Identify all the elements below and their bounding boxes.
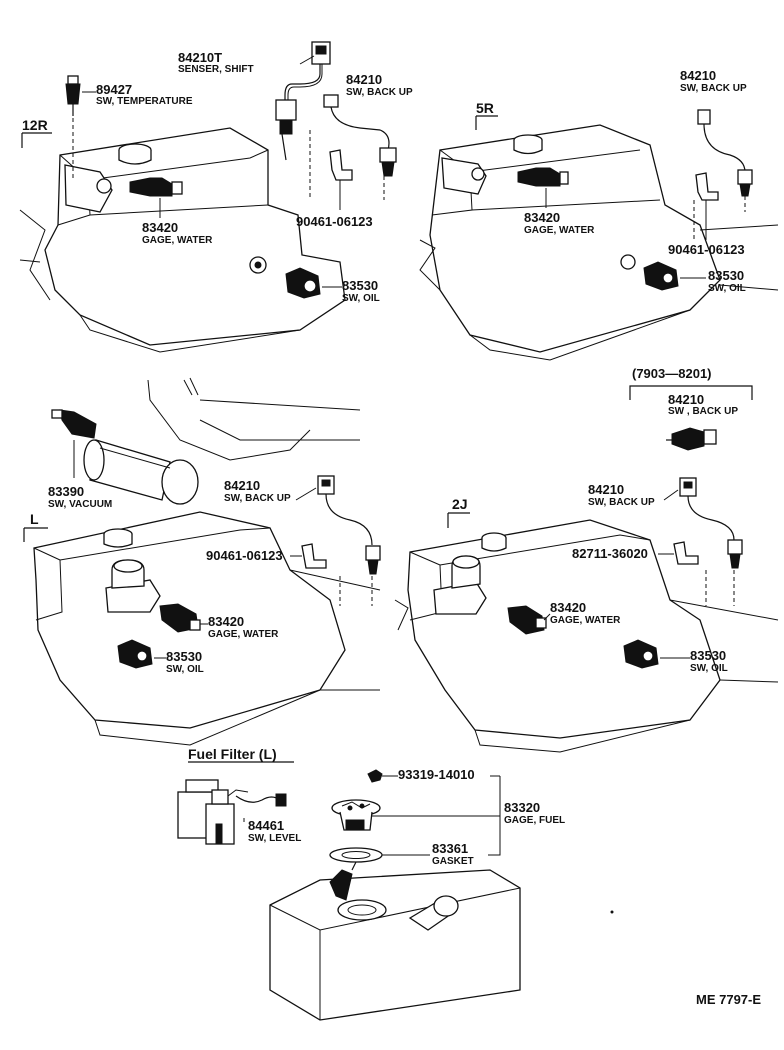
part-number-84210t: 84210T <box>178 50 222 65</box>
part-desc-83420-b: GAGE, WATER <box>524 225 595 236</box>
date-range-group[interactable]: (7903—8201) 84210 SW , BACK UP <box>629 366 753 451</box>
part-number-93319: 93319-14010 <box>398 767 475 782</box>
part-83320-fuel-gage[interactable]: 83320 GAGE, FUEL <box>331 799 565 831</box>
part-84210-backup-switch-2j[interactable]: 84210 SW, BACK UP <box>588 477 743 606</box>
part-number-83420-b: 83420 <box>524 210 560 225</box>
part-desc-84210t: SENSER, SHIFT <box>178 64 254 75</box>
part-number-83361: 83361 <box>432 841 468 856</box>
part-number-84210-c: 84210 <box>668 392 704 407</box>
part-84210t-shift-sensor[interactable]: 84210T SENSER, SHIFT <box>178 41 331 161</box>
part-desc-83320: GAGE, FUEL <box>504 815 565 826</box>
date-range-label: (7903—8201) <box>632 366 712 381</box>
part-82711-clip-2j[interactable]: 82711-36020 <box>572 541 699 565</box>
part-number-84210-a: 84210 <box>346 72 382 87</box>
part-number-82711: 82711-36020 <box>572 546 648 561</box>
part-number-90461-c: 90461-06123 <box>206 548 283 563</box>
part-number-89427: 89427 <box>96 82 132 97</box>
part-number-83420-a: 83420 <box>142 220 178 235</box>
part-desc-83390: SW, VACUUM <box>48 499 112 510</box>
part-desc-83530-b: SW, OIL <box>708 283 746 294</box>
part-84210-backup-switch-l[interactable]: 84210 SW, BACK UP <box>224 475 381 606</box>
part-84210-backup-switch-12r[interactable]: 84210 SW, BACK UP <box>309 72 413 200</box>
fuel-filter-title: Fuel Filter (L) <box>188 746 277 762</box>
part-83390-vacuum-switch[interactable]: 83390 SW, VACUUM <box>48 377 361 510</box>
part-83361-gasket[interactable]: 83361 GASKET <box>329 841 474 901</box>
part-number-83420-c: 83420 <box>208 614 244 629</box>
part-number-90461-b: 90461-06123 <box>668 242 745 257</box>
part-90461-clip-5r[interactable]: 90461-06123 <box>668 172 745 257</box>
fuel-filter-group[interactable]: Fuel Filter (L) 84461 SW, LEVEL <box>177 746 301 845</box>
part-desc-84210-c: SW , BACK UP <box>668 406 738 417</box>
part-83530-oil-switch-l[interactable]: 83530 SW, OIL <box>117 639 204 675</box>
part-number-90461-a: 90461-06123 <box>296 214 373 229</box>
engine-l: L <box>23 511 381 746</box>
part-desc-83420-a: GAGE, WATER <box>142 235 213 246</box>
section-label-5r: 5R <box>476 100 494 116</box>
part-83420-water-gage-5r[interactable]: 83420 GAGE, WATER <box>517 167 595 236</box>
part-desc-84210-e: SW, BACK UP <box>588 497 655 508</box>
part-number-84210-b: 84210 <box>680 68 716 83</box>
part-83420-water-gage-12r[interactable]: 83420 GAGE, WATER <box>129 177 213 246</box>
part-83530-oil-switch-12r[interactable]: 83530 SW, OIL <box>285 267 380 304</box>
part-desc-84210-b: SW, BACK UP <box>680 83 747 94</box>
part-number-83390: 83390 <box>48 484 84 499</box>
part-number-84210-e: 84210 <box>588 482 624 497</box>
part-number-83320: 83320 <box>504 800 540 815</box>
leader-bracket <box>488 776 501 856</box>
part-83420-water-gage-l[interactable]: 83420 GAGE, WATER <box>159 603 279 640</box>
part-desc-84461: SW, LEVEL <box>248 833 301 844</box>
part-number-83530-a: 83530 <box>342 278 378 293</box>
part-83530-oil-switch-2j[interactable]: 83530 SW, OIL <box>623 639 728 674</box>
part-desc-84210-a: SW, BACK UP <box>346 87 413 98</box>
part-desc-83361: GASKET <box>432 856 474 867</box>
diagram-code: ME 7797-E <box>696 992 761 1007</box>
part-desc-83420-c: GAGE, WATER <box>208 629 279 640</box>
part-number-83530-b: 83530 <box>708 268 744 283</box>
part-desc-83530-c: SW, OIL <box>166 664 204 675</box>
part-desc-89427: SW, TEMPERATURE <box>96 96 193 107</box>
engine-12r: 12R <box>19 117 346 353</box>
part-number-84461: 84461 <box>248 818 284 833</box>
part-83420-water-gage-2j[interactable]: 83420 GAGE, WATER <box>507 600 621 635</box>
part-90461-clip-12r[interactable]: 90461-06123 <box>296 149 373 229</box>
part-desc-83530-d: SW, OIL <box>690 663 728 674</box>
part-desc-83530-a: SW, OIL <box>342 293 380 304</box>
engine-5r: 5R <box>419 100 779 361</box>
part-number-83530-d: 83530 <box>690 648 726 663</box>
part-90461-clip-l[interactable]: 90461-06123 <box>206 543 327 569</box>
engine-2j: 2J <box>394 496 779 753</box>
part-desc-83420-d: GAGE, WATER <box>550 615 621 626</box>
part-number-83420-d: 83420 <box>550 600 586 615</box>
part-desc-84210-d: SW, BACK UP <box>224 493 291 504</box>
part-84210-backup-switch-5r[interactable]: 84210 SW, BACK UP <box>680 68 753 212</box>
section-label-12r: 12R <box>22 117 48 133</box>
part-number-83530-c: 83530 <box>166 649 202 664</box>
part-89427-temperature-switch[interactable]: 89427 SW, TEMPERATURE <box>65 75 193 180</box>
section-label-l: L <box>30 511 39 527</box>
fuel-tank-group <box>269 869 614 1021</box>
part-83530-oil-switch-5r[interactable]: 83530 SW, OIL <box>643 261 746 294</box>
section-label-2j: 2J <box>452 496 468 512</box>
part-number-84210-d: 84210 <box>224 478 260 493</box>
part-93319-screw[interactable]: 93319-14010 <box>367 767 500 783</box>
